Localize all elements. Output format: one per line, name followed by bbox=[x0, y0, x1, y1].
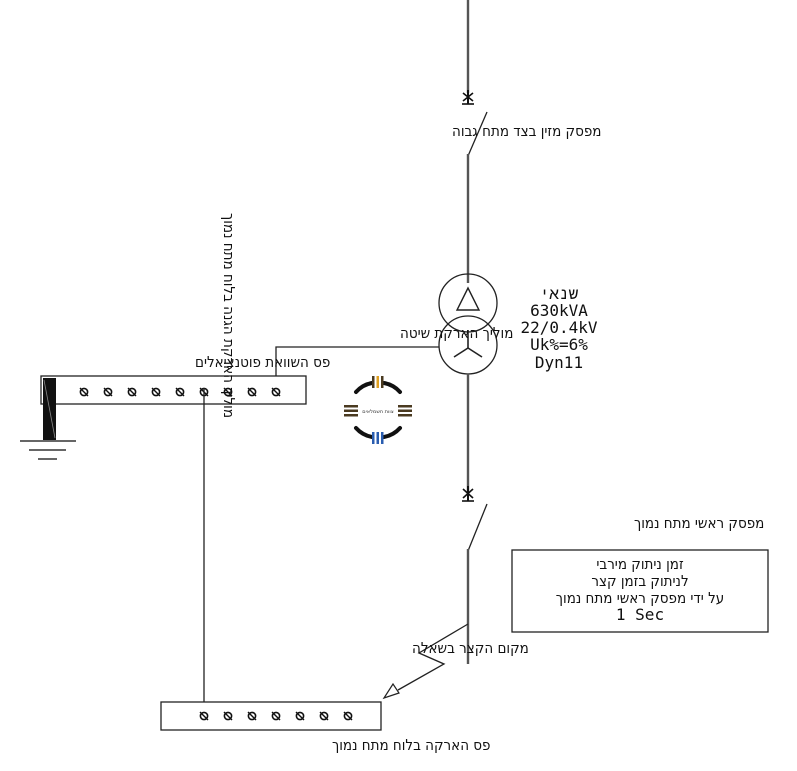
terminal-screw-icon bbox=[271, 387, 281, 397]
logo-text: צוות חשמלאים bbox=[362, 409, 393, 415]
terminal-screw-icon bbox=[223, 387, 233, 397]
terminal-screw-icon bbox=[103, 387, 113, 397]
equipotential-bar bbox=[40, 375, 307, 405]
transformer-symbol bbox=[438, 273, 498, 375]
transformer-voltage: 22/0.4kV bbox=[520, 318, 597, 337]
terminal-screw-icon bbox=[319, 711, 329, 721]
equipotential-bar-label: פס השוואת פוטנציאלים bbox=[195, 353, 330, 371]
note-line-2: לניתוק בזמן קצר bbox=[591, 572, 688, 590]
lv-earth-bar bbox=[160, 701, 382, 731]
terminal-screw-icon bbox=[151, 387, 161, 397]
note-line-3: על ידי מפסק ראשי מתח נמוך bbox=[556, 589, 724, 607]
terminal-screw-icon bbox=[343, 711, 353, 721]
delta-winding-icon bbox=[455, 286, 481, 311]
transformer-rating: 630kVA bbox=[530, 301, 588, 320]
terminal-screw-icon bbox=[127, 387, 137, 397]
system-earth-conductor-line bbox=[275, 346, 439, 383]
ground-icon bbox=[20, 440, 76, 460]
logo-side-bars bbox=[344, 405, 412, 417]
hv-switch-label: מפסק מזין בצד מתח גבוה bbox=[452, 122, 601, 140]
note-box bbox=[511, 549, 769, 633]
logo-top-bars bbox=[372, 376, 384, 388]
terminal-screw-icon bbox=[247, 387, 257, 397]
lv-earth-terminals bbox=[199, 711, 353, 721]
lv-earth-bar-label: פס הארקה בלוח מתח נמוך bbox=[332, 736, 491, 754]
protective-earth-conductor-label: מוליך הארקת הגנה בלוח מתח נמוך bbox=[220, 213, 238, 418]
terminal-screw-icon bbox=[295, 711, 305, 721]
transformer-vector-group: Dyn11 bbox=[535, 353, 583, 372]
electrode-highlight bbox=[43, 379, 56, 439]
terminal-screw-icon bbox=[223, 711, 233, 721]
hv-switch-blade bbox=[467, 111, 488, 157]
system-earth-conductor-label: מוליך הארקת שיטה bbox=[400, 324, 513, 342]
lv-breaker-x-icon bbox=[462, 486, 474, 502]
fault-location-label: מקום הקצר בשאלה bbox=[412, 639, 529, 657]
fault-arrow-icon bbox=[382, 623, 469, 700]
lv-main-switch-label: מפסק ראשי מתח נמוך bbox=[634, 514, 764, 532]
transformer-name: שנאי bbox=[540, 284, 579, 303]
company-logo: צוות חשמלאים bbox=[344, 376, 412, 444]
terminal-screw-icon bbox=[175, 387, 185, 397]
lv-switch-blade bbox=[467, 503, 488, 552]
transformer-impedance: Uk%=6% bbox=[530, 335, 588, 354]
logo-bottom-bars bbox=[372, 432, 384, 444]
terminal-screw-icon bbox=[79, 387, 89, 397]
terminal-screw-icon bbox=[271, 711, 281, 721]
terminal-screw-icon bbox=[199, 711, 209, 721]
star-winding-icon bbox=[453, 330, 483, 358]
terminal-screw-icon bbox=[247, 711, 257, 721]
note-line-4: 1 Sec bbox=[616, 605, 664, 624]
note-line-1: זמן ניתוק מירבי bbox=[596, 555, 684, 573]
hv-breaker-x-icon bbox=[462, 90, 474, 105]
